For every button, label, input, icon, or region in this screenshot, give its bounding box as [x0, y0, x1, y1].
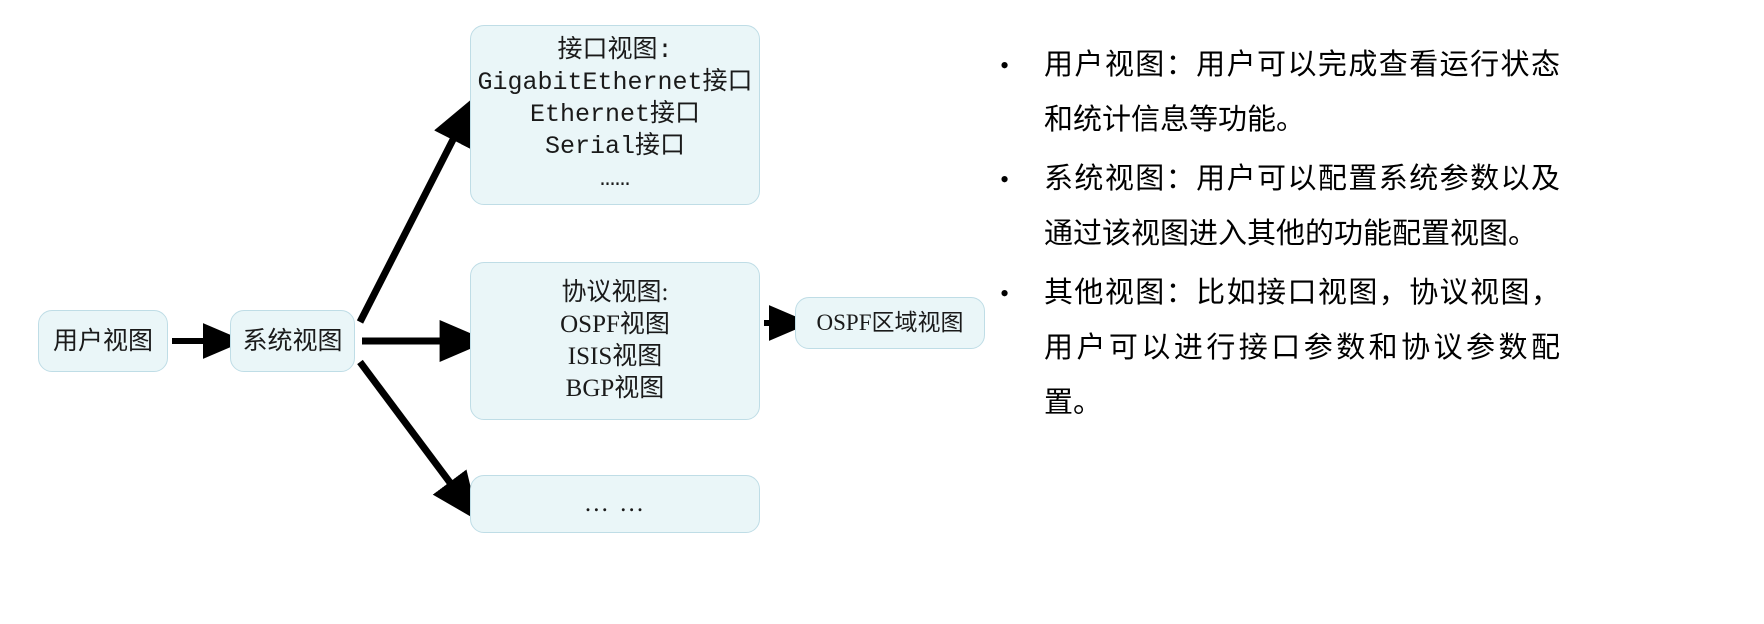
node-ospf-area-view[interactable]: OSPF区域视图 [795, 297, 985, 349]
list-item: • 其他视图：比如接口视图，协议视图，用户可以进行接口参数和协议参数配置。 [1000, 266, 1560, 431]
node-interface-view-line-5: …… [599, 164, 630, 193]
node-ospf-area-view-label: OSPF区域视图 [816, 310, 964, 336]
note-text-system-view: 系统视图：用户可以配置系统参数以及通过该视图进入其他的功能配置视图。 [1044, 163, 1560, 250]
bullet-icon: • [1000, 51, 1010, 80]
node-interface-view-line-4: Serial接口 [544, 132, 685, 161]
node-protocol-view-line-3: ISIS视图 [567, 343, 663, 370]
node-protocol-view-line-4: BGP视图 [565, 375, 665, 402]
list-item: • 用户视图：用户可以完成查看运行状态和统计信息等功能。 [1000, 38, 1560, 148]
notes-list: • 用户视图：用户可以完成查看运行状态和统计信息等功能。 • 系统视图：用户可以… [1000, 38, 1560, 435]
node-interface-view-line-2: GigabitEthernet接口 [477, 68, 753, 97]
note-text-user-view: 用户视图：用户可以完成查看运行状态和统计信息等功能。 [1044, 49, 1560, 136]
node-interface-view-line-3: Ethernet接口 [529, 100, 701, 129]
arrow-system-to-more [357, 359, 479, 522]
node-user-view[interactable]: 用户视图 [38, 310, 168, 372]
bullet-icon: • [1000, 279, 1010, 308]
note-text-other-views: 其他视图：比如接口视图，协议视图，用户可以进行接口参数和协议参数配置。 [1044, 277, 1560, 419]
node-protocol-view-line-2: OSPF视图 [560, 311, 670, 338]
node-interface-view[interactable]: 接口视图: GigabitEthernet接口 Ethernet接口 Seria… [470, 25, 760, 205]
bullet-icon: • [1000, 165, 1010, 194]
node-more-views[interactable]: … … [470, 475, 760, 533]
node-user-view-label: 用户视图 [52, 327, 153, 355]
node-protocol-view[interactable]: 协议视图: OSPF视图 ISIS视图 BGP视图 [470, 262, 760, 420]
arrow-system-to-interface [356, 96, 476, 324]
node-protocol-view-line-1: 协议视图: [561, 279, 669, 306]
node-interface-view-line-1: 接口视图: [557, 36, 673, 65]
node-system-view[interactable]: 系统视图 [230, 310, 355, 372]
node-system-view-label: 系统视图 [242, 327, 343, 355]
node-more-views-label: … … [583, 490, 647, 517]
list-item: • 系统视图：用户可以配置系统参数以及通过该视图进入其他的功能配置视图。 [1000, 152, 1560, 262]
